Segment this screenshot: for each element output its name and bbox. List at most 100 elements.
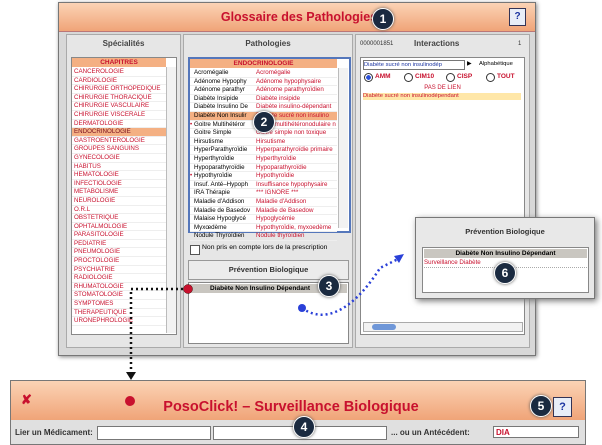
- chapitre-item[interactable]: CARDIOLOGIE: [72, 77, 166, 86]
- chapitre-item[interactable]: DERMATOLOGIE: [72, 120, 166, 129]
- chapitre-item[interactable]: INFECTIOLOGIE: [72, 180, 166, 189]
- pathology-row[interactable]: IRA Thérapie*** IGNORE ***: [190, 189, 337, 198]
- chapitre-item[interactable]: STOMATOLOGIE: [72, 291, 166, 301]
- prevention-biologique-button[interactable]: Prévention Biologique: [188, 260, 349, 280]
- prevention-popup-list[interactable]: Diabète Non Insulino Dépendant Surveilla…: [422, 247, 589, 293]
- prevention-list-item[interactable]: Diabète Non Insulino Dépendant: [190, 284, 347, 293]
- pathology-description: Diabète insulino-dépendant: [256, 103, 332, 111]
- pathology-name: Hypoparathyroïdie: [194, 163, 245, 171]
- chapitre-item[interactable]: GYNECOLOGIE: [72, 154, 166, 163]
- pathology-description: Adénome hypophysaire: [256, 77, 322, 85]
- antecedent-field[interactable]: DIA: [493, 426, 579, 438]
- chapitre-item[interactable]: OBSTETRIQUE: [72, 214, 166, 223]
- scroll-thumb[interactable]: [372, 324, 396, 330]
- black-connector: [129, 287, 188, 372]
- chapitre-item[interactable]: PEDIATRIE: [72, 240, 166, 249]
- chapitre-item[interactable]: OPHTALMOLOGIE: [72, 223, 166, 232]
- chapitre-item[interactable]: THERAPEUTIQUE: [72, 309, 166, 318]
- radio-cim10[interactable]: [404, 73, 413, 82]
- pathology-description: Diabète insipide: [256, 94, 301, 102]
- chapitre-item[interactable]: RHUMATOLOGIE: [72, 283, 166, 292]
- chapitre-item[interactable]: RADIOLOGIE: [72, 274, 166, 283]
- pathology-name: HyperParathyroïdie: [194, 146, 248, 154]
- pathology-name: Goitre Simple: [194, 129, 232, 137]
- linked-item[interactable]: Diabète sucré non insulinodépendant: [363, 93, 521, 100]
- chapitre-item[interactable]: PNEUMOLOGIE: [72, 248, 166, 258]
- play-icon[interactable]: ▶: [467, 61, 472, 67]
- prevention-popup: Prévention Biologique Diabète Non Insuli…: [415, 217, 595, 299]
- chapitres-scrollbar[interactable]: [166, 67, 176, 333]
- chapitre-item[interactable]: PARASITOLOGIE: [72, 231, 166, 240]
- prevention-popup-title: Prévention Biologique: [465, 227, 545, 236]
- link-medicament-field[interactable]: [97, 426, 211, 440]
- chapitre-item[interactable]: CANCEROLOGIE: [72, 68, 166, 77]
- radio-amm[interactable]: [364, 73, 373, 82]
- badge-2: 2: [253, 111, 275, 133]
- pathology-description: Hyperthyroïdie: [256, 154, 297, 162]
- chapitre-item[interactable]: O.R.L: [72, 206, 166, 215]
- pathologies-scrollbar[interactable]: [338, 68, 348, 228]
- chapitre-item[interactable]: CHIRURGIE VASCULAIRE: [72, 102, 166, 111]
- help-icon[interactable]: ?: [509, 8, 526, 26]
- pathology-name: Adénome parathyr: [194, 86, 245, 94]
- chapitre-item[interactable]: SYMPTOMES: [72, 300, 166, 309]
- posoclick-close-icon[interactable]: ✘: [21, 392, 32, 407]
- link-medicament-label: Lier un Médicament:: [15, 428, 93, 437]
- chapitre-item[interactable]: CHIRURGIE ORTHOPEDIQUE: [72, 85, 166, 94]
- title-bar: Glossaire des Pathologies ?: [59, 3, 535, 32]
- chapitre-item[interactable]: URONEPHROLOGIE: [72, 317, 166, 326]
- window-title: Glossaire des Pathologies: [220, 10, 378, 24]
- chapitre-item[interactable]: CHIRURGIE VISCERALE: [72, 111, 166, 120]
- chapitre-item[interactable]: CHIRURGIE THORACIQUE: [72, 94, 166, 103]
- pathology-name: Diabète Insulino De: [194, 103, 249, 111]
- no-prescription-checkbox[interactable]: [190, 245, 200, 255]
- chapitre-item[interactable]: NEUROLOGIE: [72, 197, 166, 206]
- chapitre-item[interactable]: HEMATOLOGIE: [72, 171, 166, 180]
- pathology-description: Hypothyroïdie: [256, 172, 295, 180]
- no-prescription-label: Non pris en compte lors de la prescripti…: [202, 244, 328, 251]
- chapitre-item[interactable]: METABOLISME: [72, 188, 166, 197]
- pathology-name: Maladie d'Addison: [194, 197, 245, 205]
- chapitre-item[interactable]: PSYCHIATRIE: [72, 266, 166, 275]
- chapitre-item[interactable]: GROUPES SANGUINS: [72, 145, 166, 154]
- pathology-description: Maladie de Basedow: [256, 206, 314, 214]
- chapitre-item[interactable]: ENDOCRINOLOGIE: [72, 128, 166, 137]
- specialites-header: Spécialités: [102, 39, 145, 48]
- radio-cisp[interactable]: [446, 73, 455, 82]
- pathologies-header: Pathologies: [245, 39, 291, 48]
- chapitre-item[interactable]: GASTROENTEROLOGIE: [72, 137, 166, 146]
- interactions-count: 1: [518, 41, 522, 47]
- diagnosis-field[interactable]: Diabète sucré non insulinodép: [363, 60, 465, 70]
- pathology-name: Goitre Multihétéror: [194, 120, 246, 128]
- radio-label: CISP: [457, 73, 473, 80]
- pathology-name: Myxœdème: [194, 223, 227, 231]
- chapitre-item[interactable]: HABITUS: [72, 163, 166, 172]
- posoclick-help-icon[interactable]: ?: [553, 397, 572, 417]
- horizontal-scrollbar[interactable]: [363, 322, 523, 332]
- pathology-description: Hypoglycémie: [256, 215, 295, 223]
- radio-tout[interactable]: [486, 73, 495, 82]
- alphabetique-label: Alphabétique: [479, 61, 513, 67]
- pathology-description: Acromégalie: [256, 69, 291, 76]
- chapitre-item[interactable]: PROCTOLOGIE: [72, 257, 166, 266]
